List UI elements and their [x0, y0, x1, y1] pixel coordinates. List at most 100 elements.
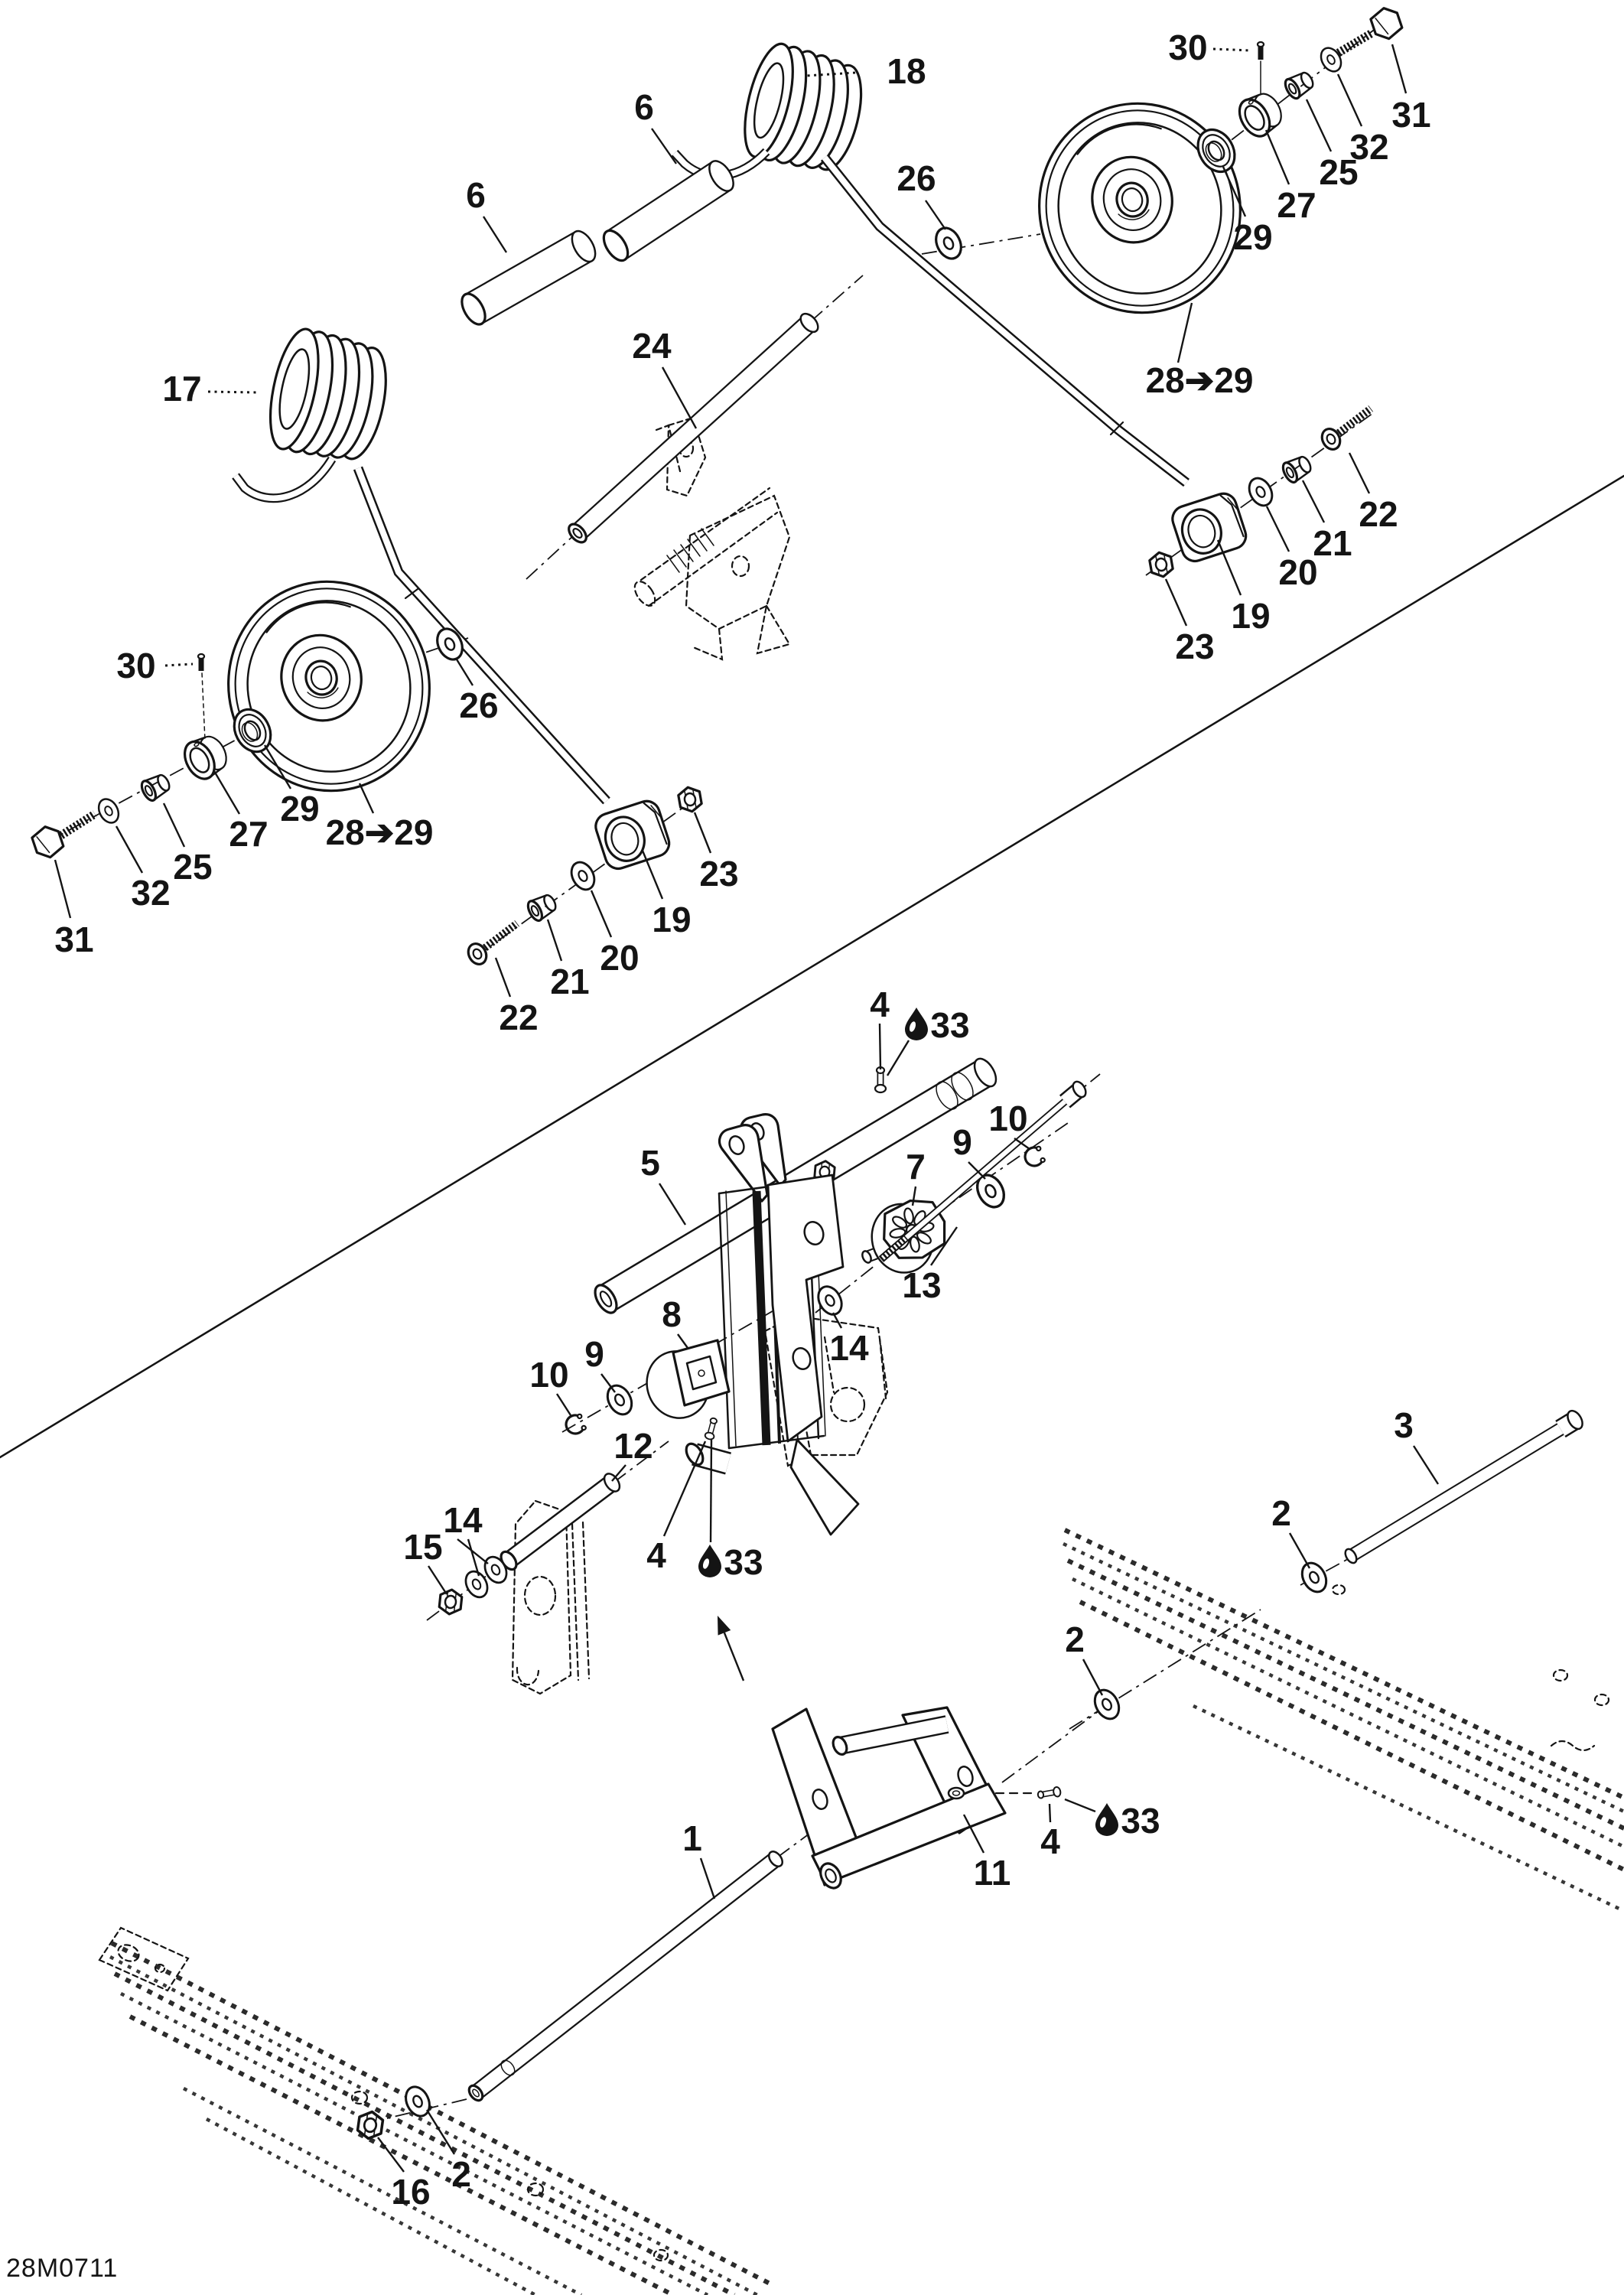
part-label-27: 27: [229, 814, 268, 854]
leader-line: [164, 662, 194, 667]
part-label-1: 1: [682, 1818, 702, 1858]
part-label-17: 17: [162, 369, 201, 409]
leader-line: [886, 1040, 910, 1076]
lubricant-droplet-icon: [698, 1545, 721, 1577]
socket-bolt-22-left: [467, 920, 520, 965]
lube-label-33: 33: [724, 1542, 763, 1582]
part-label-9: 9: [584, 1334, 604, 1374]
leader-line: [1212, 47, 1252, 52]
leader-line: [805, 71, 856, 77]
leader-line: [115, 825, 144, 874]
lubricant-droplet-icon: [905, 1008, 928, 1040]
socket-bolt-22-right: [1320, 405, 1374, 451]
wheel-hardware-right: [929, 7, 1404, 265]
leader-line: [162, 802, 186, 848]
leader-line: [611, 1464, 626, 1482]
front-bracket-11: [771, 1706, 1007, 1890]
page-diagonal-line: [0, 474, 1624, 1459]
leader-line: [213, 770, 241, 815]
part-label-7: 7: [906, 1147, 926, 1187]
part-label-5: 5: [640, 1143, 660, 1183]
part-label-23: 23: [699, 854, 738, 894]
leader-line: [1301, 480, 1326, 523]
torsion-spring-left: [232, 327, 610, 805]
part-label-19: 19: [1231, 596, 1270, 636]
pivot-block-right-group: [1147, 405, 1374, 580]
leader-line: [962, 1814, 985, 1854]
leader-line: [427, 1565, 448, 1595]
leader-line: [658, 1183, 687, 1226]
grease-fitting-mid: [705, 1418, 719, 1440]
leader-line: [1082, 1659, 1104, 1696]
leader-line: [54, 859, 72, 919]
part-label-28➔29: 28➔29: [326, 812, 434, 852]
part-label-21: 21: [1313, 523, 1352, 563]
leader-line: [1177, 302, 1193, 363]
part-label-29: 29: [1233, 217, 1272, 257]
idler-wheel-left: [205, 558, 453, 814]
part-label-21: 21: [550, 962, 589, 1001]
arm-bottom-socket: [685, 1442, 731, 1475]
washer-2-right: [1296, 1558, 1333, 1597]
damper-8: [646, 1339, 731, 1419]
part-label-16: 16: [391, 2172, 430, 2212]
leader-line: [455, 659, 474, 686]
side-plate: [766, 1174, 845, 1443]
part-label-22: 22: [1359, 494, 1398, 534]
clevis-lugs: [718, 1113, 787, 1203]
leader-line: [1222, 166, 1247, 217]
part-label-15: 15: [403, 1527, 442, 1567]
leader-line: [968, 1161, 986, 1180]
part-label-12: 12: [613, 1426, 653, 1466]
part-label-25: 25: [1319, 152, 1358, 192]
spacer-tube-lower: [461, 230, 597, 326]
cross-shaft-1: [467, 1851, 783, 2102]
part-label-2: 2: [1271, 1493, 1291, 1533]
part-label-18: 18: [887, 51, 926, 91]
leader-line: [651, 128, 677, 164]
leader-line: [425, 2109, 456, 2155]
part-label-26: 26: [897, 158, 936, 198]
leader-line: [1164, 578, 1188, 627]
lubricant-droplet-icon: [1095, 1803, 1118, 1836]
track-rail-right: [1063, 1528, 1624, 1913]
part-label-14: 14: [443, 1500, 483, 1540]
part-label-29: 29: [280, 789, 319, 828]
washer-2-mid: [1089, 1685, 1125, 1724]
leader-line: [457, 1538, 489, 1564]
part-label-3: 3: [1394, 1405, 1414, 1445]
part-label-9: 9: [952, 1122, 972, 1162]
idler-wheel-right: [1016, 80, 1264, 336]
e-clip-10-right: [1021, 1144, 1047, 1170]
part-label-4: 4: [1040, 1821, 1060, 1861]
part-label-23: 23: [1175, 627, 1214, 666]
part-label-22: 22: [499, 998, 538, 1037]
leader-line: [263, 744, 292, 789]
leader-line: [1336, 73, 1363, 127]
part-label-24: 24: [632, 326, 672, 366]
leader-line: [494, 957, 512, 998]
hex-bolt-31-right: [1335, 7, 1404, 57]
leader-line: [641, 850, 664, 900]
leader-line: [661, 366, 698, 429]
pivot-block-left-group: [467, 784, 705, 965]
shoulder-bolt-13: [878, 1080, 1087, 1262]
leader-lines: [54, 44, 1440, 2173]
part-label-6: 6: [634, 87, 654, 127]
part-label-4: 4: [646, 1535, 666, 1575]
leader-line: [358, 783, 375, 814]
part-label-20: 20: [600, 938, 639, 978]
part-label-2: 2: [1065, 1620, 1085, 1659]
rear-arm-assembly: [562, 1057, 1087, 1536]
part-label-31: 31: [1391, 95, 1430, 135]
leader-line: [467, 1538, 480, 1577]
part-label-32: 32: [1349, 127, 1388, 167]
leader-line: [1014, 1138, 1030, 1150]
lube-label-33: 33: [930, 1005, 969, 1045]
washer-9-left: [601, 1380, 638, 1420]
part-label-6: 6: [466, 175, 486, 215]
leader-line: [1305, 99, 1333, 152]
leader-line: [911, 1186, 917, 1206]
leader-line: [677, 1333, 688, 1349]
